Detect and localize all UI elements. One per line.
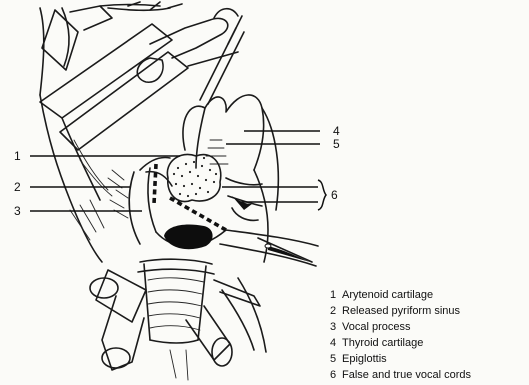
lower-retractors bbox=[90, 270, 266, 380]
legend-item: 2 Released pyriform sinus bbox=[330, 305, 460, 317]
callout-6: 6 bbox=[331, 188, 338, 202]
callout-2: 2 bbox=[14, 180, 21, 194]
legend-item: 1 Arytenoid cartilage bbox=[330, 289, 433, 301]
legend-item: 6 False and true vocal cords bbox=[330, 369, 472, 381]
legend-label: Vocal process bbox=[342, 321, 411, 333]
right-tissue-strand bbox=[220, 230, 318, 266]
legend-label: Thyroid cartilage bbox=[342, 337, 423, 349]
legend-item: 4 Thyroid cartilage bbox=[330, 337, 423, 349]
legend-item: 5 Epiglottis bbox=[330, 353, 387, 365]
leader-lines bbox=[30, 131, 326, 211]
callout-3: 3 bbox=[14, 204, 21, 218]
legend-number: 3 bbox=[330, 321, 336, 333]
legend-number: 4 bbox=[330, 337, 336, 349]
legend-label: Released pyriform sinus bbox=[342, 305, 460, 317]
arytenoid-stipple bbox=[173, 157, 217, 197]
vocal-cords bbox=[226, 178, 262, 220]
legend-number: 6 bbox=[330, 369, 336, 381]
callout-1: 1 bbox=[14, 149, 21, 163]
callout-5: 5 bbox=[333, 137, 340, 151]
legend-number: 2 bbox=[330, 305, 336, 317]
legend-item: 3 Vocal process bbox=[330, 321, 411, 333]
legend-label: False and true vocal cords bbox=[342, 369, 472, 381]
retracted-tissue-upper bbox=[40, 2, 238, 150]
trachea bbox=[138, 259, 214, 343]
legend-label: Epiglottis bbox=[342, 353, 387, 365]
airway-lumen bbox=[164, 224, 213, 249]
epiglottis bbox=[183, 95, 264, 170]
legend-label: Arytenoid cartilage bbox=[342, 289, 433, 301]
callout-4: 4 bbox=[333, 124, 340, 138]
legend: 1 Arytenoid cartilage 2 Released pyrifor… bbox=[330, 289, 472, 381]
legend-number: 1 bbox=[330, 289, 336, 301]
leader-6-brace bbox=[318, 180, 326, 210]
legend-number: 5 bbox=[330, 353, 336, 365]
